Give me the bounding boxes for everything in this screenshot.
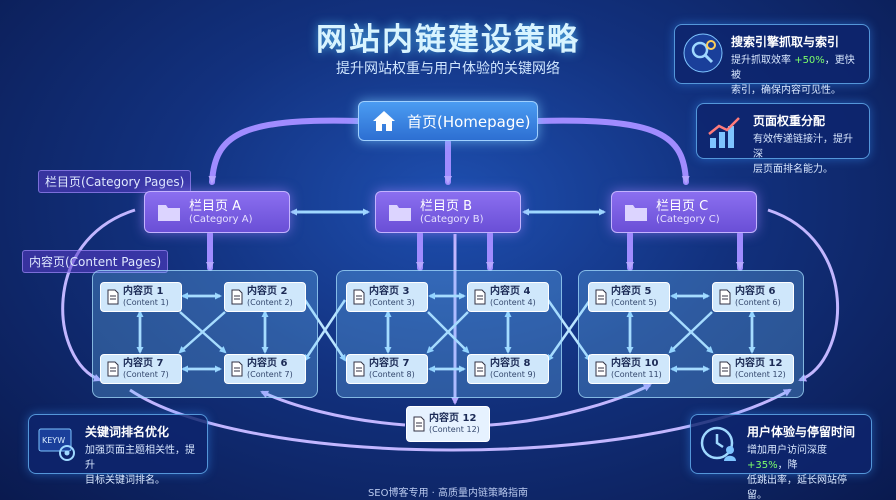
- content-sub: (Content 1): [123, 298, 169, 307]
- crawl-index-card: 搜索引擎抓取与索引 提升抓取效率 +50%，更快被索引，确保内容可见性。: [674, 24, 870, 96]
- weight-card-text: 有效传递链接汁，提升深层页面排名能力。: [753, 134, 853, 175]
- page-title: 网站内链建设策略: [316, 22, 580, 58]
- homepage-label: 首页(Homepage): [407, 112, 531, 131]
- bar-chart-icon: [708, 117, 740, 148]
- home-icon: [373, 111, 395, 131]
- folder-icon: [158, 205, 180, 221]
- keyword-icon-text: KEYW: [42, 436, 65, 445]
- content-name: 内容页 4: [490, 286, 531, 297]
- content-sub: (Content 7): [247, 370, 293, 379]
- content-name: 内容页 10: [611, 358, 659, 369]
- content-name: 内容页 12: [429, 413, 477, 424]
- content-name: 内容页 1: [123, 286, 164, 297]
- content-sub: (Content 12): [735, 370, 786, 379]
- homepage-node[interactable]: 首页(Homepage): [358, 101, 538, 141]
- content-sub: (Content 7): [123, 370, 169, 379]
- keyword-card-text: 加强页面主题相关性，提升目标关键词排名。: [85, 445, 195, 486]
- weight-card-title: 页面权重分配: [753, 114, 826, 128]
- content-node[interactable]: 内容页 8(Content 9): [467, 354, 549, 384]
- document-icon: [353, 361, 365, 377]
- content-node[interactable]: 内容页 7(Content 7): [100, 354, 182, 384]
- user-clock-icon: [700, 426, 736, 461]
- content-name: 内容页 5: [611, 286, 652, 297]
- document-icon: [474, 289, 486, 305]
- content-sub: (Content 9): [490, 370, 536, 379]
- keyword-ranking-card: KEYW 关键词排名优化 加强页面主题相关性，提升目标关键词排名。: [28, 414, 208, 486]
- footer-text: SEO博客专用 · 高质量内链策略指南: [367, 488, 529, 499]
- arrow-home-to-c: [535, 117, 690, 185]
- document-icon: [595, 289, 607, 305]
- content-node[interactable]: 内容页 5(Content 5): [588, 282, 670, 312]
- content-sub: (Content 3): [369, 298, 415, 307]
- content-name: 内容页 6: [247, 358, 288, 369]
- content-name: 内容页 3: [369, 286, 410, 297]
- page-subtitle: 提升网站权重与用户体验的关键网络: [336, 61, 560, 77]
- category-name: 栏目页 B: [420, 199, 473, 214]
- ux-card-title: 用户体验与停留时间: [747, 425, 856, 439]
- content-node[interactable]: 内容页 2(Content 2): [224, 282, 306, 312]
- category-name: 栏目页 C: [656, 199, 709, 214]
- document-icon: [719, 361, 731, 377]
- category-sub: (Category A): [189, 214, 253, 225]
- ux-card-text: 增加用户访问深度 +35%，降低跳出率，延长网站停留。: [747, 445, 847, 500]
- search-gear-icon: [683, 33, 723, 73]
- arrow-bottom-left: [260, 390, 406, 427]
- arrow-left-loop: [61, 208, 136, 382]
- document-icon: [474, 361, 486, 377]
- user-experience-card: 用户体验与停留时间 增加用户访问深度 +35%，降低跳出率，延长网站停留。: [690, 414, 872, 500]
- content-node[interactable]: 内容页 12(Content 12): [712, 354, 794, 384]
- folder-icon: [625, 205, 647, 221]
- content-name: 内容页 8: [490, 358, 531, 369]
- crawl-card-text: 提升抓取效率 +50%，更快被索引，确保内容可见性。: [731, 55, 855, 96]
- content-sub: (Content 8): [369, 370, 415, 379]
- category-sub: (Category B): [420, 214, 484, 225]
- category-section-label: 栏目页(Category Pages): [38, 170, 192, 193]
- keyword-target-icon: KEYW: [38, 428, 75, 461]
- content-section-label: 内容页(Content Pages): [22, 250, 169, 273]
- content-node-bottom[interactable]: 内容页 12(Content 12): [406, 406, 490, 442]
- content-node[interactable]: 内容页 1(Content 1): [100, 282, 182, 312]
- document-icon: [231, 289, 243, 305]
- category-b-node[interactable]: 栏目页 B(Category B): [375, 191, 521, 233]
- document-icon: [231, 361, 243, 377]
- page-weight-card: 页面权重分配 有效传递链接汁，提升深层页面排名能力。: [696, 103, 870, 175]
- content-sub: (Content 6): [735, 298, 781, 307]
- keyword-card-title: 关键词排名优化: [85, 425, 170, 439]
- document-icon: [353, 289, 365, 305]
- content-sub: (Content 12): [429, 425, 480, 434]
- content-node[interactable]: 内容页 6(Content 6): [712, 282, 794, 312]
- arrow-bottom-right: [489, 383, 652, 427]
- content-node[interactable]: 内容页 10(Content 11): [588, 354, 670, 384]
- arrow-home-to-a: [208, 117, 361, 185]
- crawl-card-title: 搜索引擎抓取与索引: [731, 35, 840, 49]
- content-sub: (Content 11): [611, 370, 662, 379]
- content-name: 内容页 7: [123, 358, 164, 369]
- arrow-right-loop: [767, 208, 840, 382]
- document-icon: [413, 416, 425, 432]
- content-name: 内容页 2: [247, 286, 288, 297]
- document-icon: [107, 289, 119, 305]
- category-a-node[interactable]: 栏目页 A(Category A): [144, 191, 290, 233]
- content-name: 内容页 6: [735, 286, 776, 297]
- content-sub: (Content 2): [247, 298, 293, 307]
- document-icon: [595, 361, 607, 377]
- category-name: 栏目页 A: [189, 199, 242, 214]
- content-node[interactable]: 内容页 7(Content 8): [346, 354, 428, 384]
- content-sub: (Content 4): [490, 298, 536, 307]
- content-node[interactable]: 内容页 3(Content 3): [346, 282, 428, 312]
- content-name: 内容页 12: [735, 358, 783, 369]
- category-c-node[interactable]: 栏目页 C(Category C): [611, 191, 757, 233]
- content-node[interactable]: 内容页 6(Content 7): [224, 354, 306, 384]
- document-icon: [107, 361, 119, 377]
- content-node[interactable]: 内容页 4(Content 4): [467, 282, 549, 312]
- content-sub: (Content 5): [611, 298, 657, 307]
- folder-icon: [389, 205, 411, 221]
- document-icon: [719, 289, 731, 305]
- category-sub: (Category C): [656, 214, 720, 225]
- content-name: 内容页 7: [369, 358, 410, 369]
